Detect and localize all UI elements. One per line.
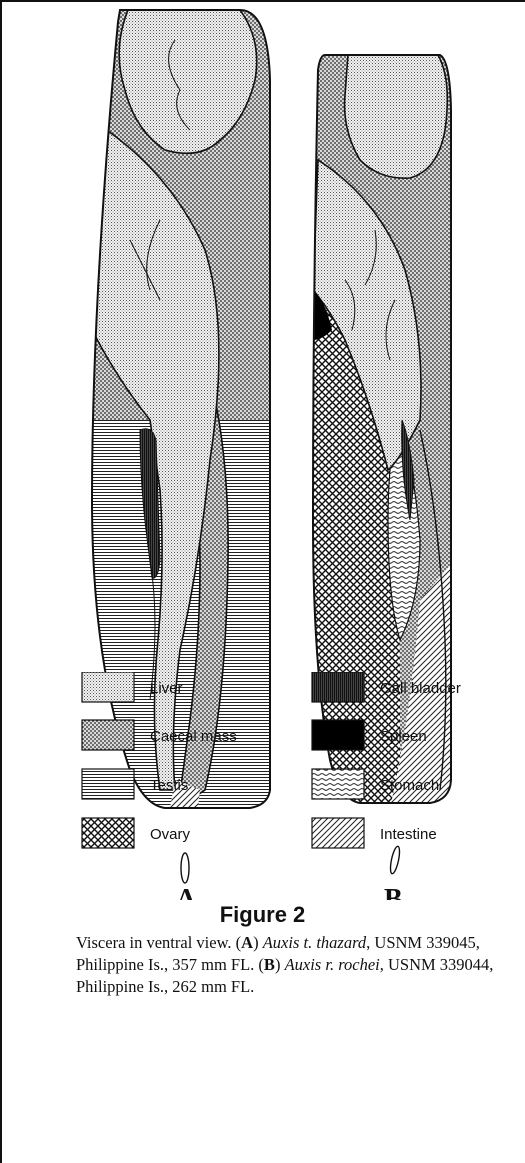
legend-item-liver: Liver: [82, 672, 183, 702]
legend-item-gall-bladder: Gall bladder: [312, 672, 461, 702]
intestine-swatch: [312, 818, 364, 848]
spleen-swatch: [312, 720, 364, 750]
figure-caption: Viscera in ventral view. (A) Auxis t. th…: [76, 932, 516, 998]
legend-item-testis: Testis: [82, 769, 188, 799]
legend-label-intestine: Intestine: [380, 826, 437, 843]
ovary-swatch: [82, 818, 134, 848]
caecal-mass-swatch: [82, 720, 134, 750]
panel-b-liver-top: [345, 55, 448, 178]
testis-swatch: [82, 769, 134, 799]
gall-bladder-swatch: [312, 672, 364, 702]
legend-item-ovary: Ovary: [82, 818, 191, 848]
legend-item-intestine: Intestine: [312, 818, 437, 848]
legend-item-spleen: Spleen: [312, 720, 427, 750]
caption-label-a: A: [241, 933, 253, 952]
caption-species-b: Auxis r. rochei: [285, 955, 380, 974]
legend-label-caecal-mass: Caecal mass: [150, 728, 237, 745]
legend-label-liver: Liver: [150, 680, 183, 697]
caption-part-1: Viscera in ventral view. (: [76, 933, 241, 952]
legend-label-stomach: Stomach: [380, 777, 439, 794]
legend-label-gall-bladder: Gall bladder: [380, 680, 461, 697]
caption-species-a: Auxis t. thazard: [263, 933, 366, 952]
caption-label-b: B: [264, 955, 275, 974]
figure-title: Figure 2: [0, 902, 525, 928]
stomach-swatch: [312, 769, 364, 799]
caption-part-4: ): [275, 955, 285, 974]
legend-item-caecal-mass: Caecal mass: [82, 720, 237, 750]
legend-label-spleen: Spleen: [380, 728, 427, 745]
legend-label-testis: Testis: [150, 777, 188, 794]
caption-part-2: ): [253, 933, 263, 952]
legend-item-stomach: Stomach: [312, 769, 439, 799]
legend: Liver Gall bladder Caecal mass Spleen Te…: [0, 672, 525, 912]
liver-swatch: [82, 672, 134, 702]
legend-label-ovary: Ovary: [150, 826, 191, 843]
